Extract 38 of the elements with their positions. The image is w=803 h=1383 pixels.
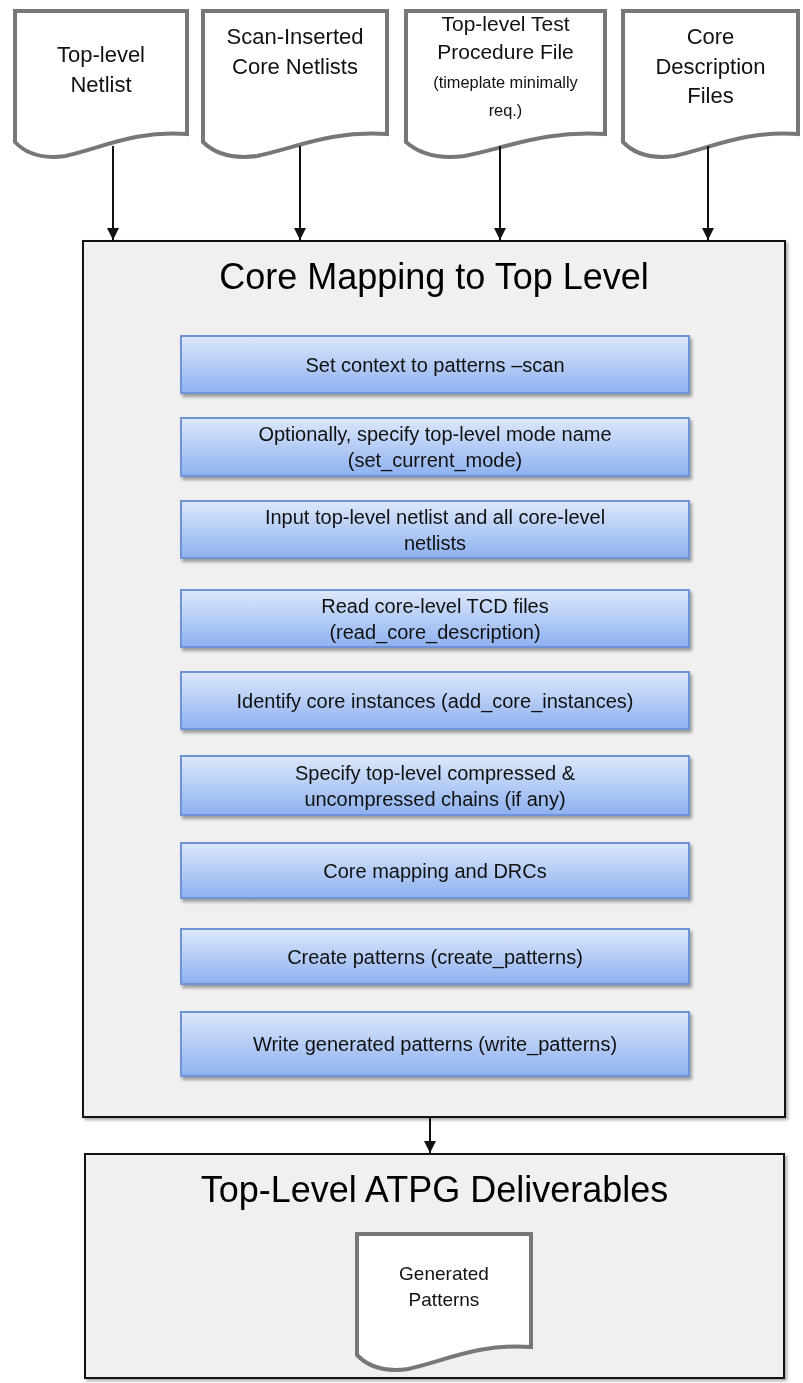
process-box: [180, 1011, 690, 1077]
document-label: Generated Patterns: [399, 1263, 489, 1310]
process-box: [180, 928, 690, 985]
document-label: (timeplate minimally req.): [433, 72, 578, 120]
document-label: Top-level Test Procedure File: [437, 12, 574, 64]
step-label: Write generated patterns (write_patterns): [251, 1032, 619, 1057]
arrow: [702, 145, 714, 241]
step-label: Optionally, specify top-level mode name (set_current_mode): [257, 422, 613, 473]
process-box: [180, 755, 690, 816]
step-label: Core mapping and DRCs: [322, 858, 548, 884]
arrow: [294, 145, 306, 241]
process-box: [180, 500, 690, 559]
document-shape: [200, 8, 390, 160]
group-panel: [84, 1153, 785, 1379]
document-shape: [620, 8, 801, 160]
process-box: [180, 335, 690, 394]
group-title: Core Mapping to Top Level: [218, 256, 650, 298]
process-box: [180, 417, 690, 477]
arrow: [424, 1117, 436, 1154]
step-label: Create patterns (create_patterns): [286, 944, 584, 970]
document-shape: [403, 8, 608, 160]
group-title: Top-Level ATPG Deliverables: [199, 1169, 670, 1211]
step-label: Set context to patterns –scan: [304, 352, 566, 378]
step-label: Specify top-level compressed & uncompressed chains (if any): [293, 760, 577, 812]
arrow: [494, 145, 506, 241]
process-box: [180, 671, 690, 730]
process-box: [180, 589, 690, 648]
step-label: Read core-level TCD files (read_core_description): [320, 593, 550, 645]
document-label: Top-level Netlist: [56, 42, 145, 97]
document-shape: [354, 1231, 534, 1373]
document-label: Core Description Files: [655, 24, 766, 109]
step-label: Identify core instances (add_core_instances): [235, 688, 635, 714]
document-label: Scan-Inserted Core Netlists: [226, 24, 364, 79]
process-box: [180, 842, 690, 899]
step-label: Input top-level netlist and all core-level netlists: [263, 504, 607, 556]
document-shape: [12, 8, 190, 160]
group-panel: [82, 240, 786, 1118]
arrow: [107, 145, 119, 241]
